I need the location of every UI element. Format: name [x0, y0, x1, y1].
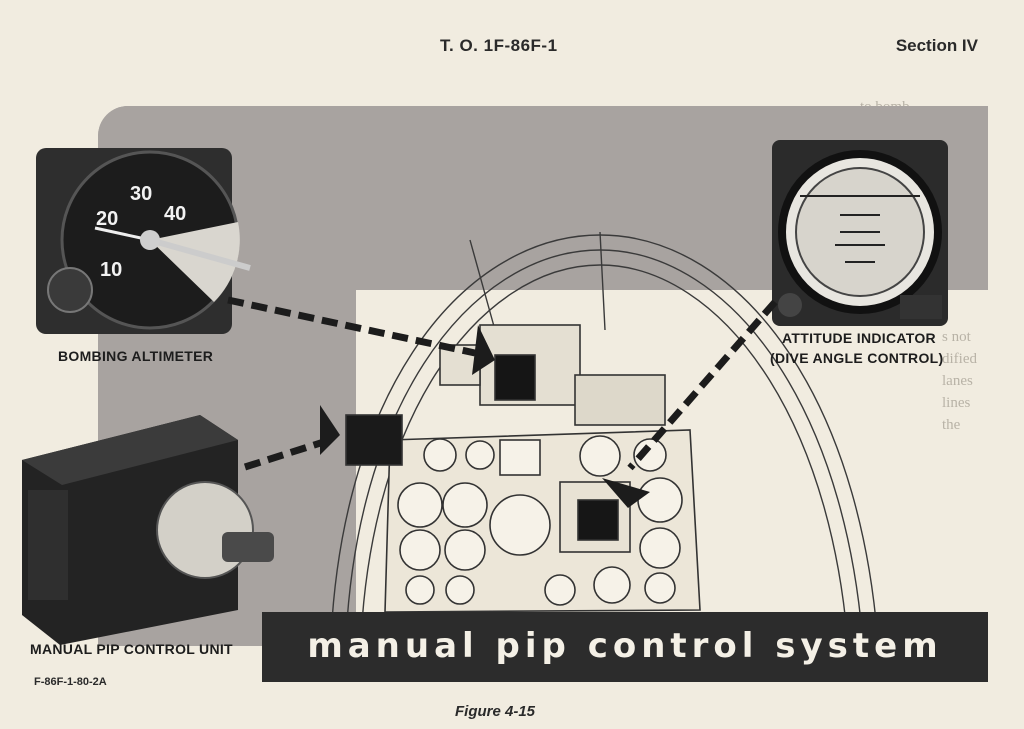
- bombing-altimeter-graphic: 30 40 20 10: [36, 148, 251, 334]
- svg-text:30: 30: [130, 183, 152, 205]
- callout-attitude-indicator-line2: (DIVE ANGLE CONTROL): [770, 350, 944, 366]
- svg-text:40: 40: [164, 203, 186, 225]
- pip-control-unit-graphic: [22, 415, 274, 645]
- illustration-number: F-86F-1-80-2A: [34, 676, 107, 688]
- callout-bombing-altimeter: BOMBING ALTIMETER: [58, 348, 214, 364]
- callout-attitude-indicator-line1: ATTITUDE INDICATOR: [782, 330, 936, 346]
- leader-lines: [227, 296, 778, 471]
- section-label: Section IV: [895, 36, 978, 55]
- svg-text:20: 20: [96, 208, 118, 230]
- figure-caption: Figure 4-15: [455, 703, 536, 720]
- document-number: T. O. 1F-86F-1: [440, 36, 558, 55]
- svg-text:10: 10: [100, 259, 122, 281]
- gunsight-assembly: [345, 324, 666, 466]
- banner-title: manual pip control system: [307, 626, 943, 666]
- instrument-panel: [384, 429, 701, 613]
- callout-pip-control-unit: MANUAL PIP CONTROL UNIT: [30, 641, 233, 657]
- leader-arrowheads: [320, 325, 650, 508]
- title-banner: manual pip control system: [262, 612, 988, 682]
- attitude-indicator-graphic: [772, 140, 948, 326]
